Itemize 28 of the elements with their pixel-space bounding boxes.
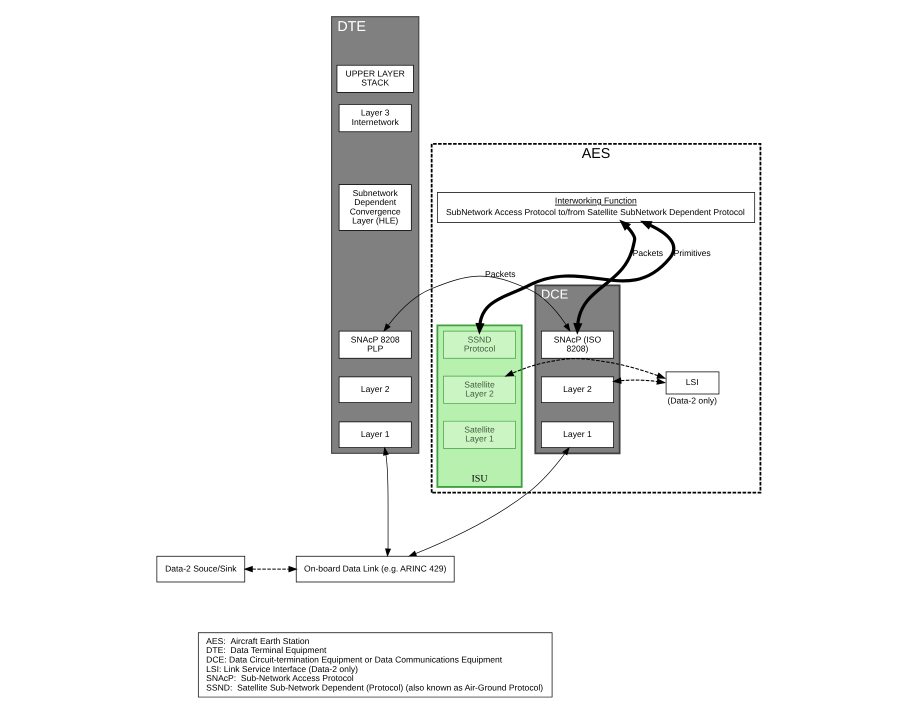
node-box: SNAcP (ISO 8208) [541, 330, 614, 359]
arrow [408, 446, 570, 557]
arrow [573, 220, 636, 335]
arrow [475, 220, 676, 335]
edge-label: Primitives [674, 248, 711, 258]
arrow [383, 276, 571, 332]
node-box: Layer 2 [338, 376, 412, 403]
node-box: Layer 1 [541, 422, 614, 448]
node-box: Data-2 Souce/Sink [156, 556, 246, 582]
node-box: SSND Protocol [443, 330, 516, 359]
arrow [504, 358, 666, 379]
arrow [612, 377, 666, 385]
node-box: Layer 1 [338, 422, 412, 448]
node-box: UPPER LAYER STACK [336, 64, 414, 93]
node-box: Layer 2 [541, 376, 614, 403]
node-box: Layer 3 Internetwork [338, 104, 412, 132]
edge-label: Packets [632, 248, 664, 258]
node-box: On-board Data Link (e.g. ARINC 429) [296, 556, 455, 582]
node-box: AES: Aircraft Earth Station DTE: Data Terminal Equipment DCE: Data Circuit-termination Equipment or Data Communications Equipment LSI: Link Service Interface (Data-2 only) SNAcP: Sub-Network Access Protocol SSND: Satellite Sub-Network Dependent (Protocol) (also known as Air-Ground Protocol) [198, 632, 552, 698]
node-box: Subnetwork Dependent Convergence Layer (HLE) [338, 184, 412, 231]
arrow [243, 566, 298, 572]
arrow [383, 446, 392, 558]
node-box: Satellite Layer 1 [443, 420, 516, 449]
node-label: (Data-2 only) [668, 396, 718, 406]
node-box: SNAcP 8208 PLP [338, 330, 412, 359]
edge-label: Packets [485, 269, 516, 280]
node-box: Satellite Layer 2 [443, 376, 516, 404]
node-box: Interworking Function SubNetwork Access Protocol to/from Satellite SubNetwork Dependent Protocol [437, 192, 756, 223]
